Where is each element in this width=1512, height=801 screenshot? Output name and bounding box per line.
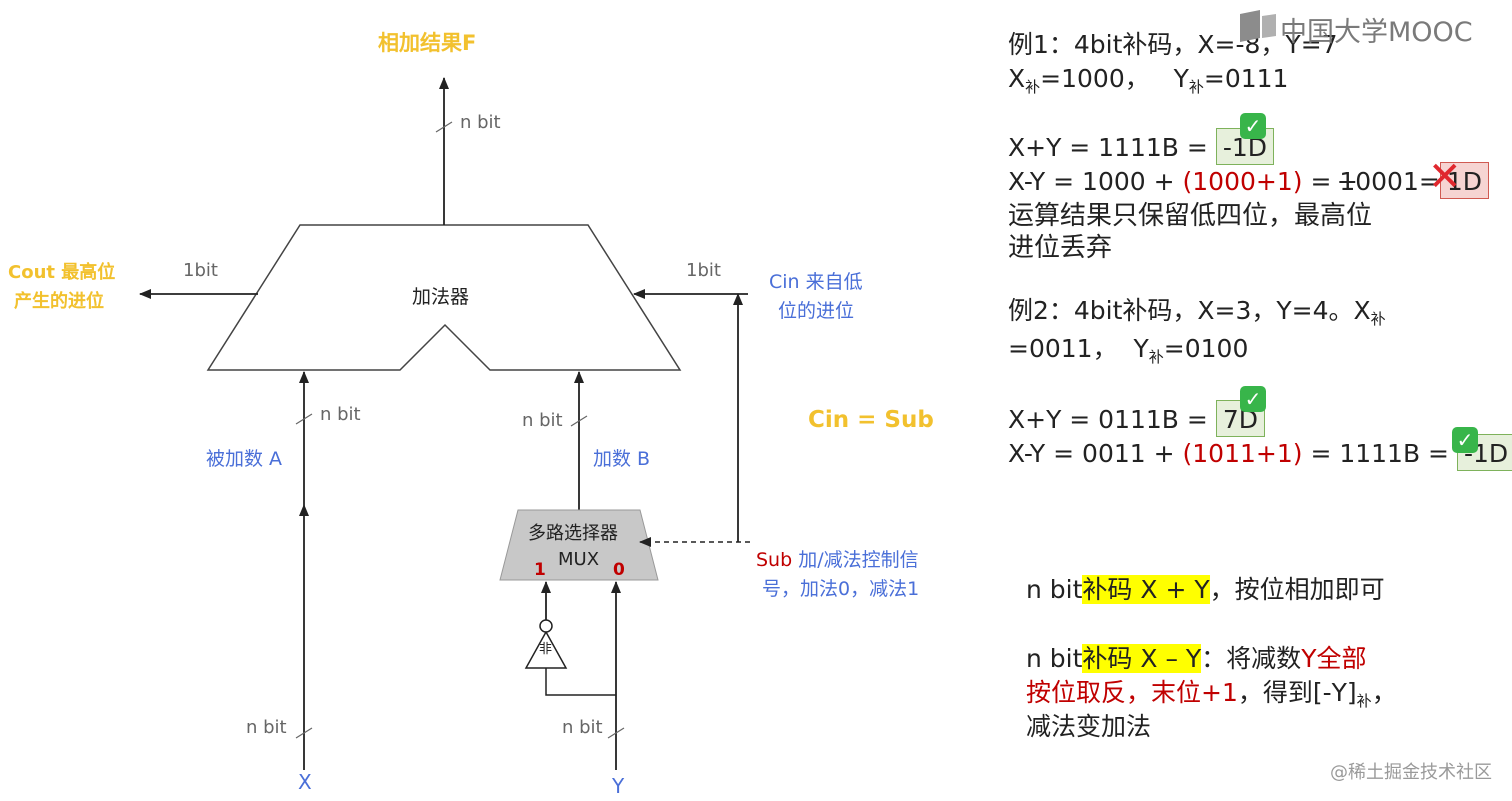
bit-width-cin: 1bit: [686, 260, 721, 281]
sub-label-line1: Sub 加/减法控制信: [756, 551, 919, 570]
bit-width-x: n bit: [246, 717, 287, 738]
sub-signal-name: Sub: [756, 549, 793, 571]
example1-add: X+Y = 1111B = -1D: [1008, 128, 1274, 165]
bus-slash-b: [570, 415, 588, 427]
example1-complements: X补=1000， Y补=0111: [1008, 64, 1289, 96]
bus-slash-x: [295, 727, 313, 739]
bit-width-cout: 1bit: [183, 260, 218, 281]
y-branch: [545, 668, 616, 696]
sub-label-line2: 号，加法0，减法1: [762, 578, 920, 600]
example2-complements: =0011， Y补=0100: [1008, 334, 1249, 366]
mux-label-line1: 多路选择器: [528, 523, 618, 544]
example1-note-line2: 进位丢弃: [1008, 233, 1113, 263]
example1-title: 例1：4bit补码，X=-8，Y=7: [1008, 30, 1338, 59]
not-bubble: [539, 619, 553, 633]
example1-sub-result: 1D: [1439, 162, 1489, 199]
example2-add: X+Y = 0111B = 7D: [1008, 400, 1265, 437]
adder-shape: [206, 224, 682, 371]
example2-title: 例2：4bit补码，X=3，Y=4。X补: [1008, 296, 1386, 328]
not-gate: [524, 630, 568, 669]
mux-input-1: 1: [534, 560, 546, 580]
example1-note-line1: 运算结果只保留低四位，最高位: [1008, 201, 1373, 231]
cross-icon: ✕: [1428, 154, 1462, 200]
watermark: @稀土掘金技术社区: [1330, 762, 1492, 783]
rule-add: n bit补码 X + Y，按位相加即可: [1026, 575, 1385, 604]
bit-width-a: n bit: [320, 404, 361, 425]
bit-width-y: n bit: [562, 717, 603, 738]
sub-signal-desc: 加/减法控制信: [798, 549, 919, 571]
check-icon: ✓: [1240, 386, 1266, 412]
cin-label-line1: Cin 来自低: [769, 271, 863, 293]
example2-sub: X-Y = 0011 + (1011+1) = 1111B = -1D: [1008, 434, 1512, 471]
rule-sub-line1: n bit补码 X – Y：将减数Y全部: [1026, 644, 1367, 673]
check-icon: ✓: [1452, 427, 1478, 453]
example1-sub: X-Y = 1000 + (1000+1) = 10001=1D: [1008, 162, 1489, 199]
cin-label-line2: 位的进位: [778, 300, 855, 322]
bit-width-b: n bit: [522, 410, 563, 431]
bus-slash-top: [435, 121, 453, 133]
operand-b-label: 加数 B: [593, 448, 651, 470]
result-label: 相加结果F: [378, 31, 477, 55]
cout-label-line1: Cout 最高位: [8, 262, 116, 283]
check-icon: ✓: [1240, 113, 1266, 139]
bus-slash-a: [295, 413, 313, 425]
bit-width-top: n bit: [460, 112, 501, 133]
adder-label: 加法器: [412, 286, 470, 308]
input-x-label: X: [298, 770, 312, 794]
cin-equals-sub: Cin = Sub: [808, 407, 934, 433]
operand-a-label: 被加数 A: [206, 448, 283, 470]
mux-input-0: 0: [613, 560, 625, 580]
mux-shape: [499, 509, 659, 581]
mux-label-line2: MUX: [558, 549, 600, 570]
bus-slash-y: [607, 727, 625, 739]
rule-sub-line2: 按位取反，末位+1，得到[-Y]补，: [1026, 678, 1397, 710]
mooc-logo-icon: [1240, 10, 1276, 42]
rule-sub-line3: 减法变加法: [1026, 712, 1152, 741]
input-y-label: Y: [612, 774, 625, 798]
cout-label-line2: 产生的进位: [14, 291, 104, 312]
mooc-logo-text: 中国大学MOOC: [1280, 17, 1473, 48]
not-gate-label: 非: [539, 642, 553, 657]
